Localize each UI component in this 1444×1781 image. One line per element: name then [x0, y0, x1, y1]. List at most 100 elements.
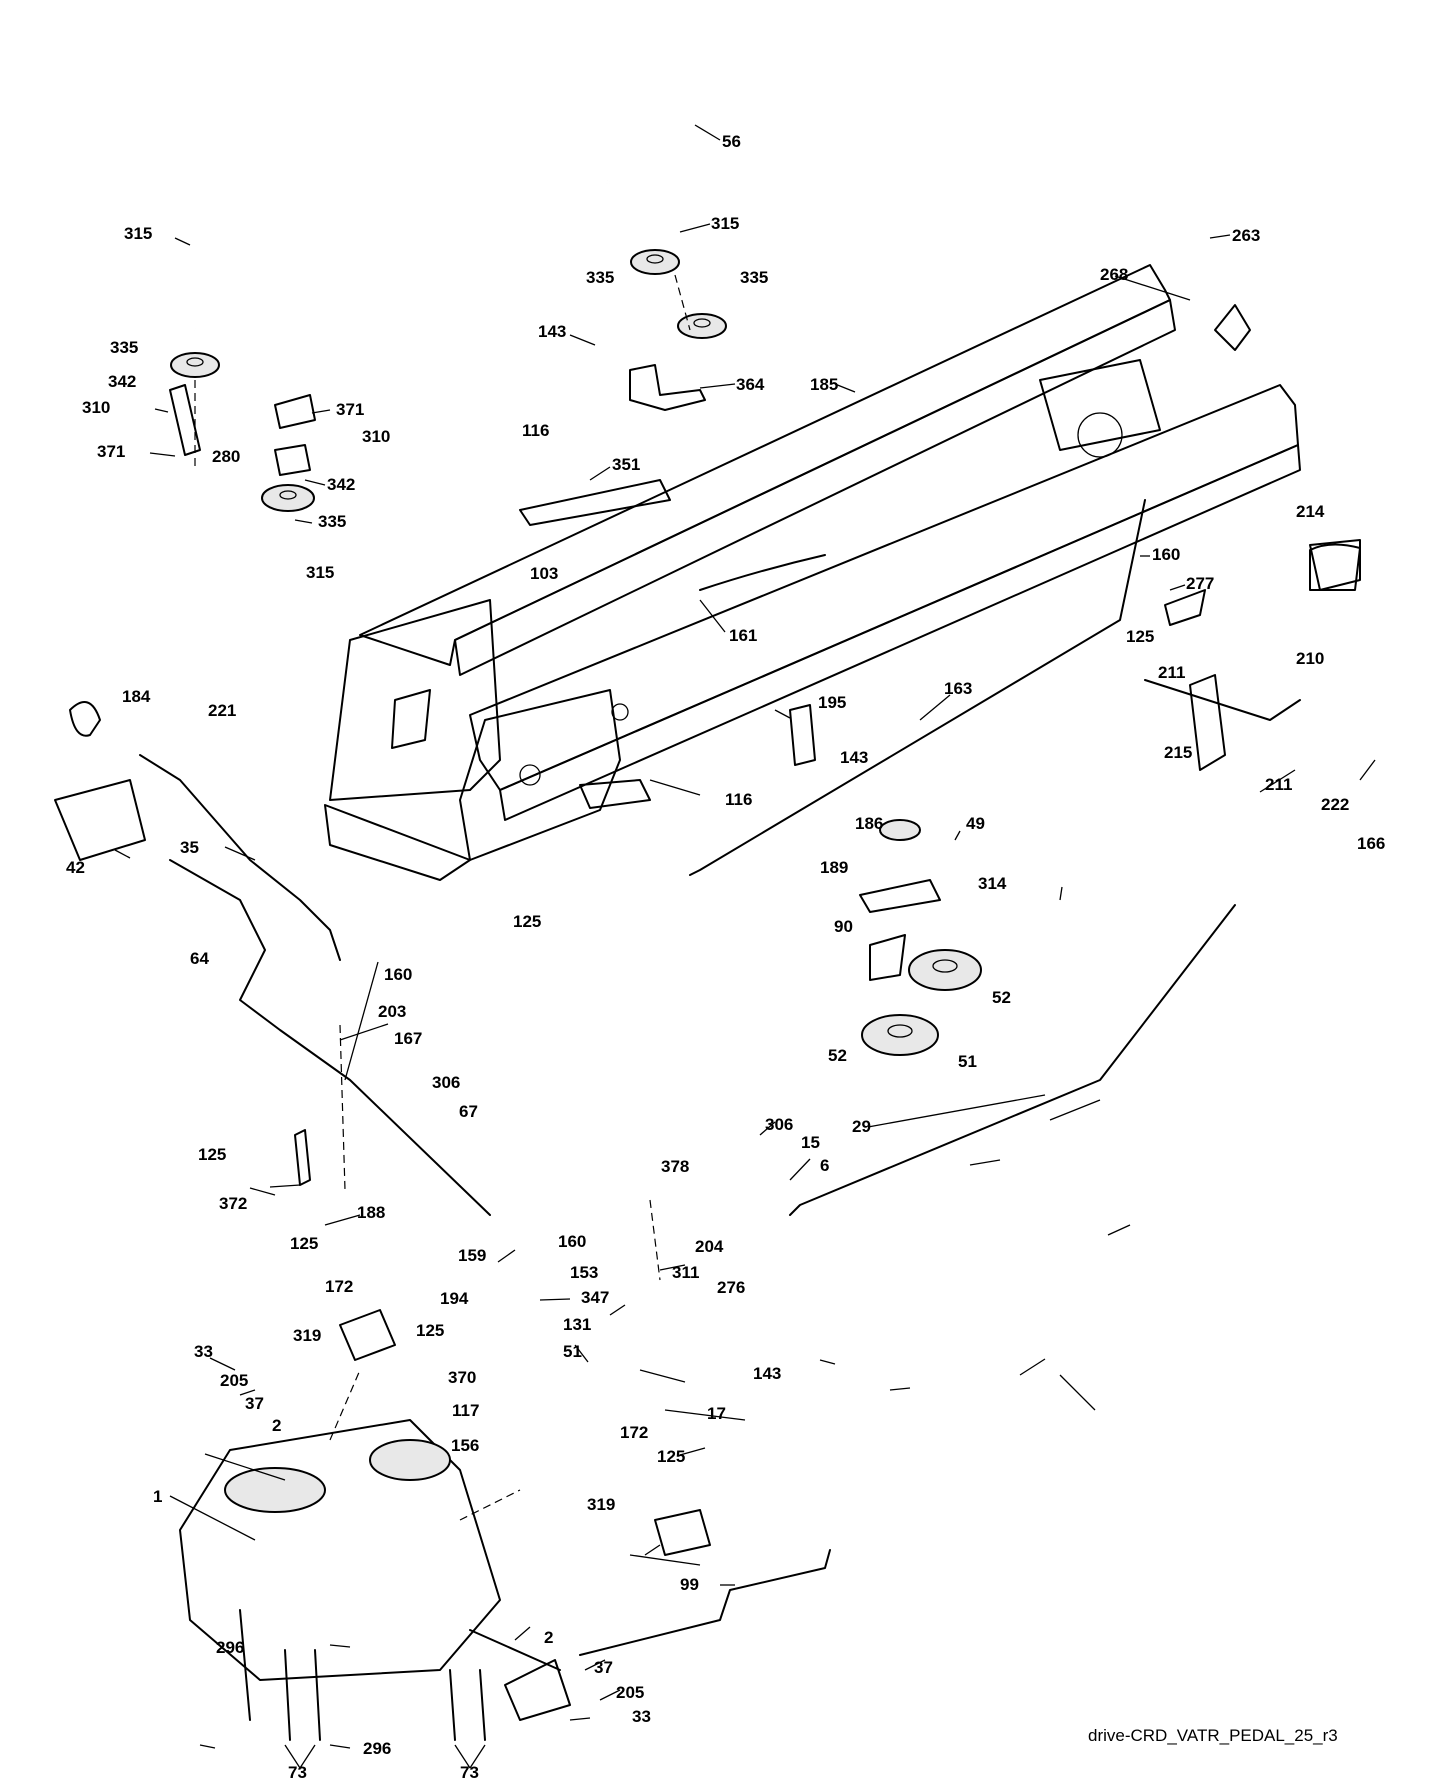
callout-42: 42	[66, 858, 85, 877]
callout-1: 1	[153, 1487, 162, 1506]
callout-319b: 319	[587, 1495, 615, 1514]
callout-125c: 125	[198, 1145, 226, 1164]
callout-125e: 125	[416, 1321, 444, 1340]
pulley-52a	[908, 949, 982, 991]
callout-17: 17	[707, 1404, 726, 1423]
callout-125f: 125	[657, 1447, 685, 1466]
callout-161: 161	[729, 626, 757, 645]
pulley-335-left	[170, 352, 220, 378]
callout-125d: 125	[290, 1234, 318, 1253]
callout-166: 166	[1357, 834, 1385, 853]
drive-belt	[172, 45, 826, 381]
callout-211b: 211	[1265, 775, 1292, 794]
callout-215: 215	[1164, 743, 1192, 762]
callout-214: 214	[1296, 502, 1325, 521]
callout-188: 188	[357, 1203, 385, 1222]
callout-73a: 73	[288, 1763, 307, 1781]
callout-6: 6	[820, 1156, 829, 1175]
callout-268: 268	[1100, 265, 1128, 284]
callout-160a: 160	[1152, 545, 1180, 564]
callout-335c: 335	[110, 338, 138, 357]
callout-306b: 306	[765, 1115, 793, 1134]
callout-99: 99	[680, 1575, 699, 1594]
callout-342a: 342	[108, 372, 136, 391]
callout-315a: 315	[124, 224, 152, 243]
callout-2a: 2	[272, 1416, 281, 1435]
callout-335b: 335	[740, 268, 768, 287]
callout-315b: 315	[711, 214, 739, 233]
callout-315c: 315	[306, 563, 334, 582]
callout-35: 35	[180, 838, 199, 857]
callout-342b: 342	[327, 475, 355, 494]
callout-159: 159	[458, 1246, 486, 1265]
callout-153: 153	[570, 1263, 598, 1282]
callout-15: 15	[801, 1133, 820, 1152]
callout-51b: 51	[563, 1342, 582, 1361]
pulley-335-top1	[630, 249, 680, 275]
callout-276: 276	[717, 1278, 745, 1297]
callout-211a: 211	[1158, 663, 1185, 682]
callout-labels: 56 315 315 263 335 335 268 143 335 342 3…	[66, 132, 1385, 1781]
callout-90: 90	[834, 917, 853, 936]
callout-351: 351	[612, 455, 640, 474]
alignment-lines	[194, 274, 691, 1521]
tractor-frame	[324, 264, 1301, 881]
callout-205a: 205	[220, 1371, 248, 1390]
leader-lines	[114, 124, 1376, 1769]
callout-186: 186	[855, 814, 883, 833]
callout-116a: 116	[522, 421, 549, 440]
callout-160b: 160	[384, 965, 412, 984]
callout-49: 49	[966, 814, 985, 833]
callout-277: 277	[1186, 574, 1214, 593]
rods	[139, 304, 1301, 1656]
callout-222: 222	[1321, 795, 1349, 814]
callout-189: 189	[820, 858, 848, 877]
callout-125a: 125	[1126, 627, 1154, 646]
callout-131: 131	[563, 1315, 591, 1334]
callout-156: 156	[451, 1436, 479, 1455]
callout-372: 372	[219, 1194, 247, 1213]
callout-371a: 371	[336, 400, 364, 419]
callout-370: 370	[448, 1368, 476, 1387]
callout-194: 194	[440, 1289, 469, 1308]
pulley-335-top2	[677, 313, 727, 339]
callout-310a: 310	[82, 398, 110, 417]
callout-160c: 160	[558, 1232, 586, 1251]
callout-37a: 37	[245, 1394, 264, 1413]
callout-310b: 310	[362, 427, 390, 446]
callout-143b: 143	[840, 748, 868, 767]
pulley-186	[879, 819, 921, 841]
callout-210: 210	[1296, 649, 1324, 668]
brackets	[54, 364, 1361, 1721]
callout-56: 56	[722, 132, 741, 151]
callout-184: 184	[122, 687, 151, 706]
callout-2b: 2	[544, 1628, 553, 1647]
callout-67: 67	[459, 1102, 478, 1121]
callout-52b: 52	[828, 1046, 847, 1065]
callout-103: 103	[530, 564, 558, 583]
callout-125b: 125	[513, 912, 541, 931]
callout-314: 314	[978, 874, 1007, 893]
callout-116b: 116	[725, 790, 752, 809]
callout-73b: 73	[460, 1763, 479, 1781]
callout-143c: 143	[753, 1364, 781, 1383]
callout-296b: 296	[363, 1739, 391, 1758]
callout-33b: 33	[632, 1707, 651, 1726]
callout-167: 167	[394, 1029, 422, 1048]
callout-347: 347	[581, 1288, 609, 1307]
callout-263: 263	[1232, 226, 1260, 245]
callout-203: 203	[378, 1002, 406, 1021]
callout-52a: 52	[992, 988, 1011, 1007]
callout-37b: 37	[594, 1658, 613, 1677]
callout-205b: 205	[616, 1683, 644, 1702]
callout-306a: 306	[432, 1073, 460, 1092]
callout-204: 204	[695, 1237, 724, 1256]
callout-311: 311	[672, 1263, 699, 1282]
callout-51a: 51	[958, 1052, 977, 1071]
callout-335d: 335	[318, 512, 346, 531]
callout-172b: 172	[620, 1423, 648, 1442]
callout-163: 163	[944, 679, 972, 698]
pulleys	[170, 249, 982, 1056]
callout-378: 378	[661, 1157, 689, 1176]
